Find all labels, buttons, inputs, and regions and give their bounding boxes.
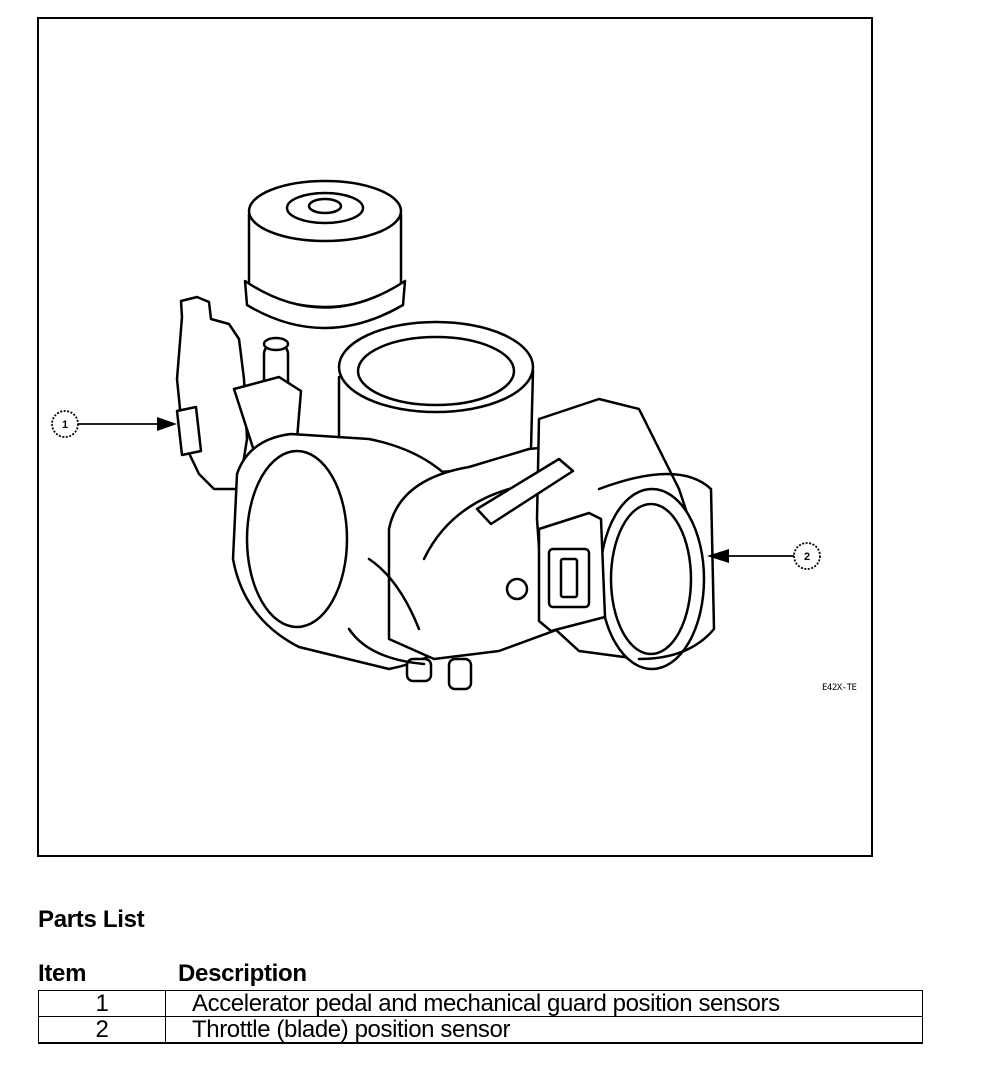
item-description: Throttle (blade) position sensor [165, 1016, 923, 1044]
top-cylinder-collar [243, 279, 407, 330]
item-number: 1 [38, 990, 166, 1017]
figure-code: E42X-TE [822, 683, 857, 693]
throttle-body-illustration: 1 2 [51, 179, 821, 691]
lower-fitting [447, 657, 473, 691]
table-row: 1 Accelerator pedal and mechanical guard… [38, 990, 923, 1017]
item-column-header: Item [38, 960, 87, 987]
item-description: Accelerator pedal and mechanical guard p… [165, 990, 923, 1017]
parts-table: 1 Accelerator pedal and mechanical guard… [38, 990, 923, 1044]
sensor-connector-left [175, 405, 203, 457]
motor-end-cap [245, 449, 349, 629]
parts-list-title: Parts List [38, 906, 145, 933]
table-row: 2 Throttle (blade) position sensor [38, 1016, 923, 1044]
svg-text:1: 1 [62, 419, 68, 431]
svg-text:2: 2 [804, 551, 810, 563]
description-column-header: Description [178, 960, 307, 987]
callout-2: 2 [707, 542, 821, 570]
figure-frame: 1 2 E42X-TE [37, 17, 873, 857]
callout-1: 1 [51, 410, 177, 438]
item-number: 2 [38, 1016, 166, 1044]
